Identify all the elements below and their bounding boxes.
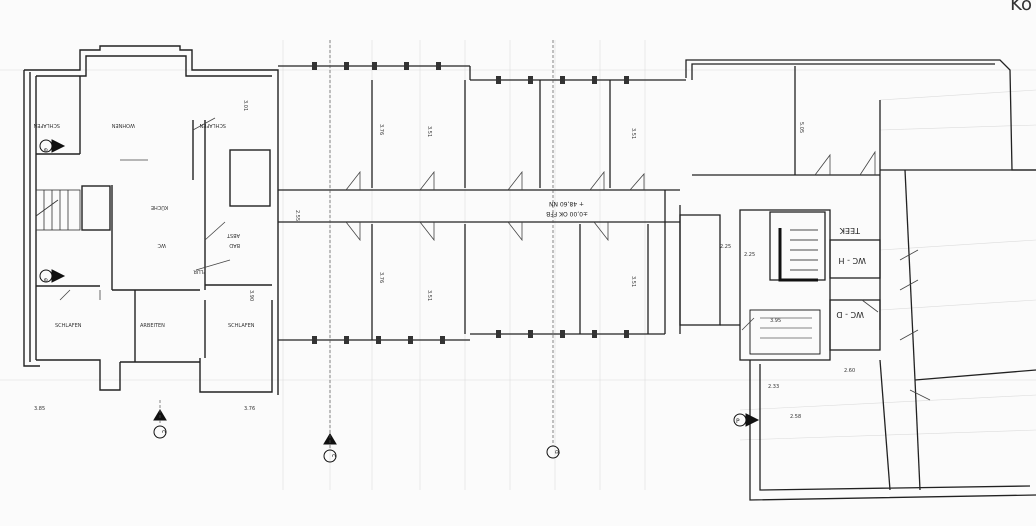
door-swings-right [741, 150, 931, 401]
dim-label: 3.85 [34, 406, 45, 412]
corridor-doors [345, 170, 645, 242]
door-swings-left [59, 117, 231, 301]
apartment-walls [23, 45, 279, 395]
marker-letter-3: c [160, 430, 167, 433]
dim-label: 3.76 [378, 272, 384, 283]
room-label-schlafen-bottom-right: SCHLAFEN [228, 323, 255, 329]
room-label-bad: BAD [229, 242, 240, 248]
room-label-schlafen-top-right: SCHLAFEN [199, 122, 226, 128]
dim-label: 2.25 [720, 244, 731, 250]
columns [312, 62, 629, 344]
room-label-schlafen-bottom-left: SCHLAFEN [55, 323, 82, 329]
dim-label: 3.76 [378, 124, 384, 135]
section-markers [39, 139, 760, 463]
dim-label: 5.05 [798, 122, 804, 133]
marker-letter-1: e [42, 148, 49, 152]
level-label-nn: + 48,60 NN [549, 200, 584, 207]
room-label-schlafen-top-left: SCHLAFEN [33, 122, 60, 128]
dim-label: 3.51 [426, 290, 432, 301]
room-label-kuche: KÜCHE [151, 204, 168, 211]
dim-label: 3.01 [242, 100, 248, 111]
dim-label: 2.33 [768, 384, 779, 390]
dim-label: 3.51 [630, 276, 636, 287]
stair-left [35, 189, 81, 231]
dim-label: 2.58 [790, 414, 801, 420]
level-label-ffb: ±0,00 OK FFB [546, 210, 588, 217]
axis-lines [159, 40, 554, 448]
dim-label: 2.60 [844, 368, 855, 374]
dim-label: 3.51 [630, 128, 636, 139]
marker-letter-4: c [330, 454, 337, 457]
marker-letter-6: P [736, 418, 740, 425]
dim-label: 3.90 [248, 290, 254, 301]
room-label-teek: TEEK [839, 226, 861, 235]
dim-label: 3.51 [426, 126, 432, 137]
room-label-wohnen: WOHNEN [111, 122, 135, 128]
room-label-abst: ABST [226, 232, 240, 238]
room-label-wc-d: WC - D [836, 310, 864, 319]
dim-label: 3.76 [244, 406, 255, 412]
dim-label: 2.25 [744, 252, 755, 258]
marker-letters: e e c c d P [42, 148, 740, 457]
room-label-flur: FLUR [193, 268, 206, 274]
room-labels: SCHLAFEN WOHNEN SCHLAFEN KÜCHE ABST BAD … [33, 122, 866, 329]
room-label-wc: WC [157, 242, 166, 248]
room-label-wc-h: WC - H [839, 256, 866, 265]
dim-label: 2.55 [294, 210, 300, 221]
dimension-labels: 3.01 3.76 3.76 3.90 2.25 2.25 3.85 3.76 … [34, 100, 855, 420]
sheet-corner-text: Kö [1010, 0, 1032, 15]
right-wing-walls [664, 59, 1036, 501]
marker-letter-2: e [42, 278, 49, 282]
room-label-arbeiten: ARBEITEN [140, 323, 165, 329]
dim-label: 3.95 [770, 318, 781, 324]
stair-right [749, 228, 821, 355]
marker-letter-5: d [553, 450, 560, 454]
corridor-walls [278, 65, 680, 341]
